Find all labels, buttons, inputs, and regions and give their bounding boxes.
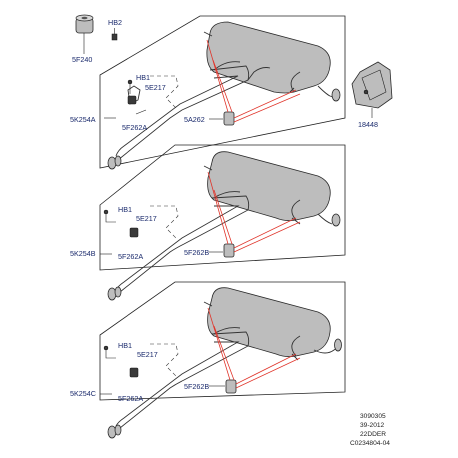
label-5f240: 5F240 bbox=[72, 55, 92, 64]
ref-line-3: 22DDER bbox=[360, 431, 386, 438]
frame-section-1 bbox=[99, 15, 346, 169]
label-s1-hb1: HB1 bbox=[136, 73, 150, 82]
exhaust-assembly-5k254c bbox=[107, 287, 342, 439]
guide-lines-2 bbox=[207, 171, 301, 253]
dashed-lines-2 bbox=[150, 205, 179, 239]
ref-line-4: C0234804-04 bbox=[350, 440, 390, 447]
exhaust-assembly-5k254a bbox=[107, 21, 341, 170]
label-s1-5e217: 5E217 bbox=[145, 83, 166, 92]
exhaust-assembly-5k254b bbox=[107, 151, 341, 301]
label-s1-5k254a: 5K254A bbox=[70, 115, 96, 124]
label-s2-5e217: 5E217 bbox=[136, 214, 157, 223]
guide-lines-3 bbox=[207, 307, 301, 389]
heat-shield-18448 bbox=[351, 61, 393, 118]
frame-section-2 bbox=[99, 144, 346, 271]
label-s3-5f262b: 5F262B bbox=[184, 382, 209, 391]
frame-section-3 bbox=[99, 281, 346, 401]
label-s3-hb1: HB1 bbox=[118, 341, 132, 350]
label-hb2: HB2 bbox=[108, 18, 122, 27]
ref-line-2: 39-2012 bbox=[360, 422, 385, 429]
label-s1-5a262: 5A262 bbox=[184, 115, 205, 124]
label-s2-5f262a: 5F262A bbox=[118, 252, 143, 261]
label-s3-5k254c: 5K254C bbox=[70, 389, 96, 398]
dashed-lines-1 bbox=[150, 75, 179, 110]
label-s3-5e217: 5E217 bbox=[137, 350, 158, 359]
guide-lines-1 bbox=[206, 39, 301, 123]
dashed-lines-3 bbox=[150, 343, 179, 377]
label-s2-5k254b: 5K254B bbox=[70, 249, 96, 258]
label-s2-hb1: HB1 bbox=[118, 205, 132, 214]
label-s2-5f262b: 5F262B bbox=[184, 248, 209, 257]
label-s3-5f262a: 5F262A bbox=[118, 394, 143, 403]
bolt-hb2 bbox=[111, 28, 118, 41]
label-18448: 18448 bbox=[358, 120, 378, 129]
rubber-mounting-5f240 bbox=[75, 14, 94, 54]
ref-line-1: 3090305 bbox=[360, 413, 386, 420]
label-s1-5f262a: 5F262A bbox=[122, 123, 147, 132]
